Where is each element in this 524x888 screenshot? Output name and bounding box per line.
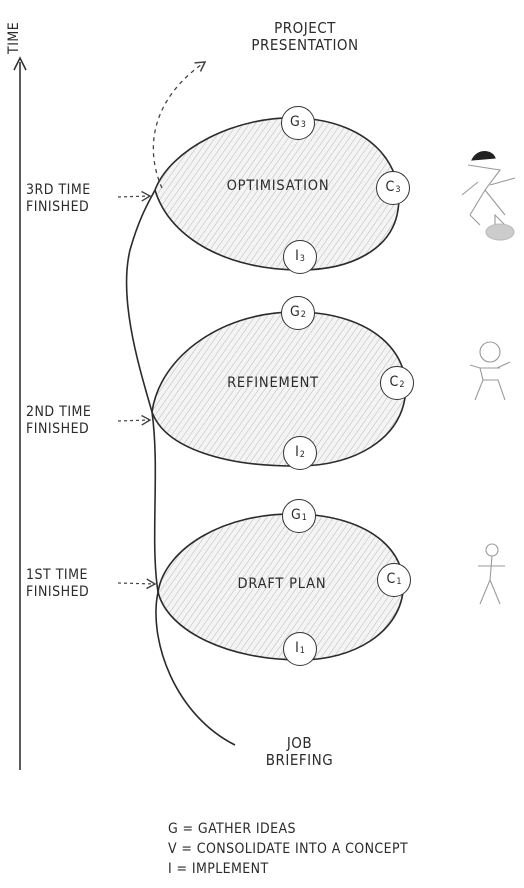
node-i2: I2 <box>283 436 317 470</box>
node-c3: C3 <box>376 171 410 205</box>
node-i1: I1 <box>283 632 317 666</box>
node-c2: C2 <box>380 366 414 400</box>
job-briefing-label: JOB BRIEFING <box>265 734 334 769</box>
node-g2: G2 <box>281 296 315 330</box>
node-g1: G1 <box>282 499 316 533</box>
legend: G = GATHER IDEAS V = CONSOLIDATE INTO A … <box>168 819 408 879</box>
node-g3: G3 <box>281 106 315 140</box>
finished-arrow-3 <box>117 190 152 202</box>
legend-item: V = CONSOLIDATE INTO A CONCEPT <box>168 841 409 857</box>
legend-item: I = IMPLEMENT <box>168 861 269 877</box>
finished-arrow-2 <box>117 414 152 426</box>
presentation-arrow <box>152 61 207 189</box>
node-c1: C1 <box>377 563 411 597</box>
loop-title-refinement: REFINEMENT <box>227 375 319 391</box>
finished-arrow-1 <box>117 578 157 590</box>
spiral-connector <box>125 189 236 746</box>
figure-icon <box>478 543 505 605</box>
figure-icon <box>469 341 511 401</box>
time-axis-arrow-icon <box>13 56 27 71</box>
loop-title-draft-plan: DRAFT PLAN <box>237 576 327 592</box>
node-i3: I3 <box>283 240 317 274</box>
loop-optimisation <box>154 117 400 271</box>
time-axis-label: TIME <box>6 21 22 54</box>
loop-title-optimisation: OPTIMISATION <box>226 178 330 194</box>
legend-item: G = GATHER IDEAS <box>168 821 296 837</box>
figure-icon <box>461 150 516 241</box>
project-presentation-label: PROJECT PRESENTATION <box>251 19 359 54</box>
